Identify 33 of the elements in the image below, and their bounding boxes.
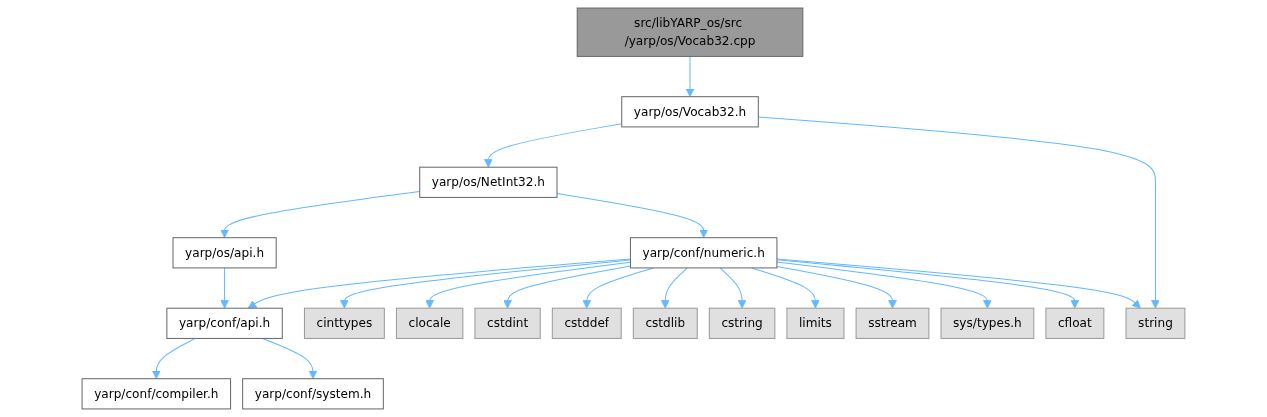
node-box: cinttypes <box>303 307 385 339</box>
node-box: yarp/conf/numeric.h <box>629 237 778 269</box>
node-box: cfloat <box>1045 307 1105 339</box>
arrow <box>340 259 631 309</box>
arrow <box>247 258 631 309</box>
arrow <box>151 337 196 380</box>
node-box: string <box>1125 307 1186 339</box>
arrow <box>220 267 230 309</box>
arrow <box>262 337 318 380</box>
arrow <box>685 55 695 98</box>
arrow <box>503 265 631 309</box>
node-box: yarp/os/api.h <box>172 237 277 269</box>
arrow <box>776 259 1080 309</box>
node-box: cstddef <box>551 307 622 339</box>
node-box: clocale <box>395 307 464 339</box>
node-box: limits <box>786 307 845 339</box>
arrow <box>719 267 747 309</box>
node-box: yarp/conf/api.h <box>166 307 283 339</box>
arrow <box>425 261 631 309</box>
node-box: sstream <box>855 307 930 339</box>
node-box: yarp/conf/compiler.h <box>81 378 232 410</box>
arrow <box>776 265 897 309</box>
node-box: yarp/conf/system.h <box>242 378 384 410</box>
arrow <box>660 267 688 309</box>
node-box: cstdlib <box>632 307 698 339</box>
node-box: yarp/os/Vocab32.h <box>621 96 759 128</box>
node-box: cstring <box>708 307 776 339</box>
node-box: src/libYARP_os/src /yarp/os/Vocab32.cpp <box>576 7 804 57</box>
arrow <box>776 261 992 309</box>
arrow <box>776 258 1141 309</box>
node-box: cstdint <box>474 307 541 339</box>
node-box: yarp/os/NetInt32.h <box>419 166 558 198</box>
node-box: sys/types.h <box>940 307 1035 339</box>
